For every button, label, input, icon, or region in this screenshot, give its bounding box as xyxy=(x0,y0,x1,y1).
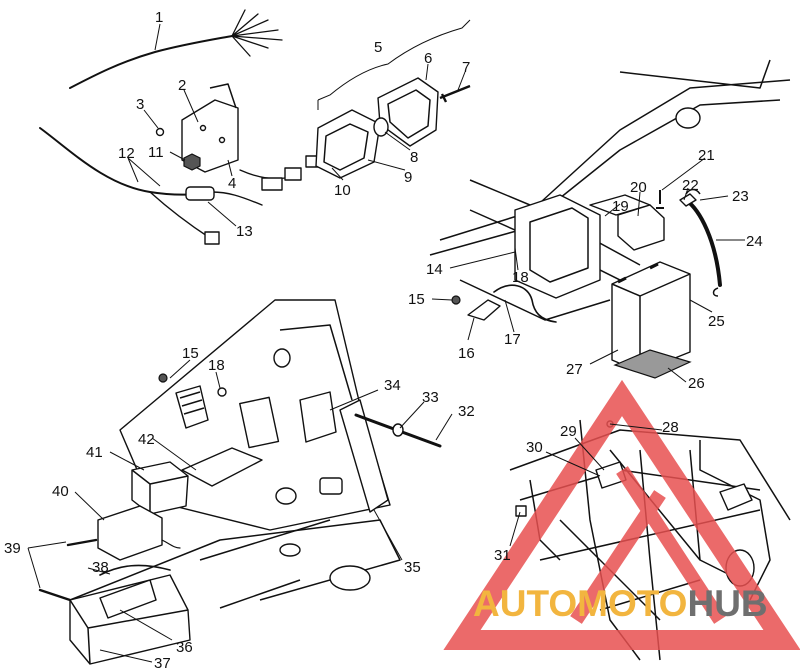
callout-22: 22 xyxy=(682,177,699,194)
callout-38: 38 xyxy=(92,559,109,576)
callout-15-lower: 15 xyxy=(182,345,199,362)
callout-5: 5 xyxy=(374,39,382,56)
wiring-harness-assembly xyxy=(39,9,471,245)
callout-labels: 1 2 3 4 5 6 7 8 9 10 11 12 13 14 15 16 1… xyxy=(4,9,763,670)
callout-9: 9 xyxy=(404,169,412,186)
callout-32: 32 xyxy=(458,403,475,420)
callout-29: 29 xyxy=(560,423,577,440)
callout-4: 4 xyxy=(228,175,236,192)
svg-text:AUTOMOTOHUB: AUTOMOTOHUB xyxy=(473,583,768,624)
callout-2: 2 xyxy=(178,77,186,94)
callout-3: 3 xyxy=(136,96,144,113)
callout-33: 33 xyxy=(422,389,439,406)
callout-1: 1 xyxy=(155,9,163,26)
callout-14: 14 xyxy=(426,261,443,278)
callout-18-upper: 18 xyxy=(512,269,529,286)
guard-37 xyxy=(69,574,191,665)
callout-13: 13 xyxy=(236,223,253,240)
callout-8: 8 xyxy=(410,149,418,166)
callout-19: 19 xyxy=(612,198,629,215)
watermark-logo: AUTOMOTOHUB xyxy=(443,379,800,650)
watermark-text-automoto: AUTOMOTO xyxy=(473,583,687,624)
battery-27 xyxy=(611,261,691,373)
callout-23: 23 xyxy=(732,188,749,205)
callout-10: 10 xyxy=(334,182,351,199)
callout-41: 41 xyxy=(86,444,103,461)
callout-20: 20 xyxy=(630,179,647,196)
callout-21: 21 xyxy=(698,147,715,164)
connector-13 xyxy=(185,186,215,201)
callout-26: 26 xyxy=(688,375,705,392)
frame-battery-assembly xyxy=(429,59,791,379)
callout-18-lower: 18 xyxy=(208,357,225,374)
callout-27: 27 xyxy=(566,361,583,378)
callout-24: 24 xyxy=(746,233,763,250)
callout-15-upper: 15 xyxy=(408,291,425,308)
callout-25: 25 xyxy=(708,313,725,330)
callout-42: 42 xyxy=(138,431,155,448)
mounting-plate-assembly xyxy=(38,299,442,665)
relay-41 xyxy=(131,461,189,515)
callout-12: 12 xyxy=(118,145,135,162)
watermark-text-hub: HUB xyxy=(687,583,767,624)
callout-40: 40 xyxy=(52,483,69,500)
callout-36: 36 xyxy=(176,639,193,656)
callout-17: 17 xyxy=(504,331,521,348)
bracket-40 xyxy=(97,505,163,561)
callout-30: 30 xyxy=(526,439,543,456)
callout-31: 31 xyxy=(494,547,511,564)
callout-34: 34 xyxy=(384,377,401,394)
callout-39: 39 xyxy=(4,540,21,557)
watermark-triangle-icon xyxy=(443,379,800,650)
bracket-16 xyxy=(467,299,501,321)
callout-16: 16 xyxy=(458,345,475,362)
battery-box-14 xyxy=(514,194,601,299)
callout-6: 6 xyxy=(424,50,432,67)
callout-28: 28 xyxy=(662,419,679,436)
leader-lines xyxy=(27,23,745,663)
callout-37: 37 xyxy=(154,655,171,670)
callout-7: 7 xyxy=(462,59,470,76)
callout-11: 11 xyxy=(148,144,164,161)
callout-35: 35 xyxy=(404,559,421,576)
